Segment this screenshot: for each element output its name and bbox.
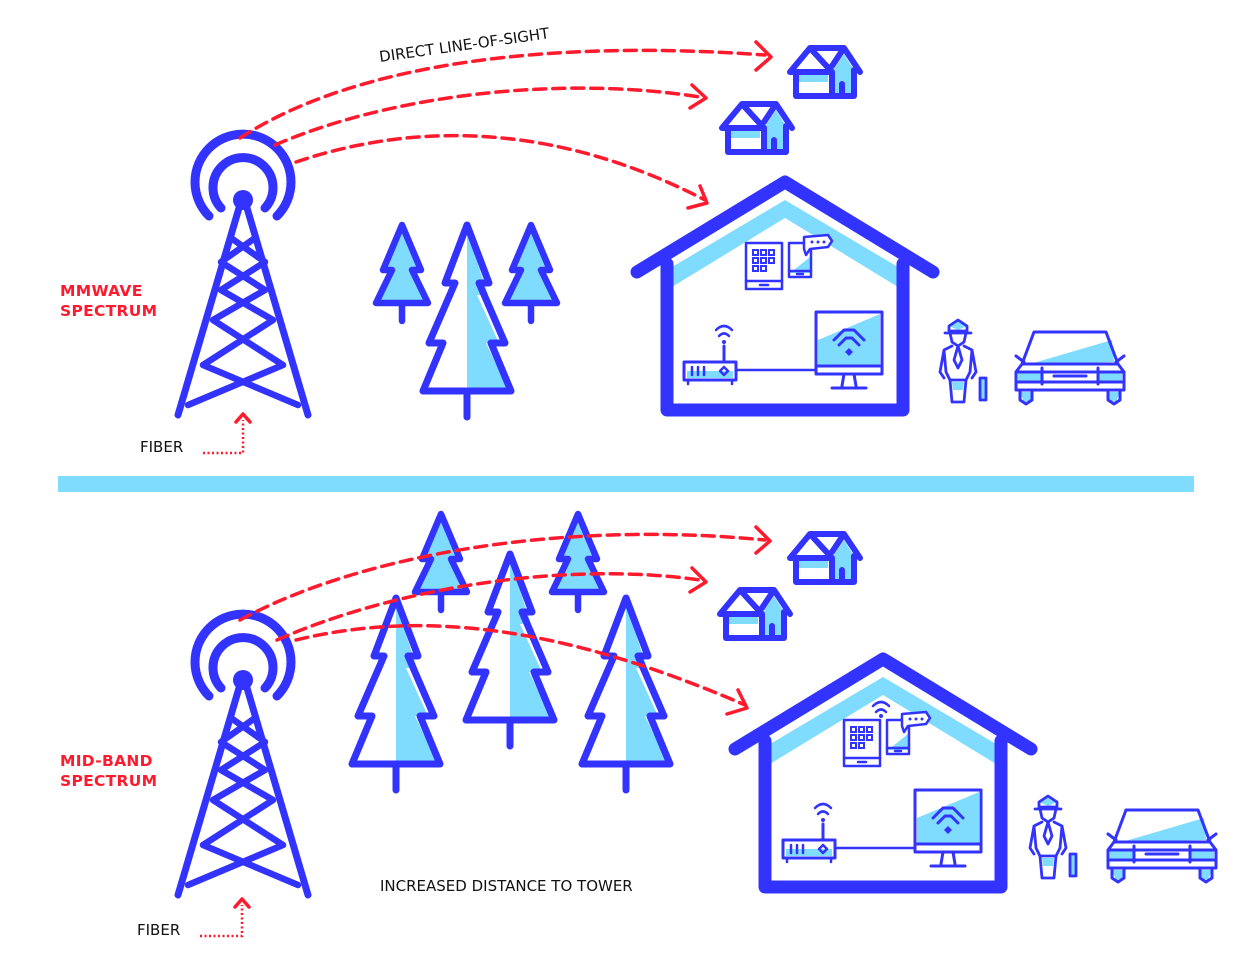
bottom-panel-midband: MID-BAND SPECTRUM INCREASED DISTANCE TO … xyxy=(60,514,1218,939)
section-divider xyxy=(58,476,1194,492)
mmwave-label-line2: SPECTRUM xyxy=(60,302,157,320)
person-icon xyxy=(938,318,988,404)
fiber-label-top: FIBER xyxy=(140,438,183,456)
top-panel-mmwave: MMWAVE SPECTRUM DIRECT LINE-OF-SIGHT FIB… xyxy=(60,24,1126,456)
wifi-icon xyxy=(871,700,891,718)
fiber-arrow-icon xyxy=(203,412,252,455)
small-house-icon xyxy=(790,534,860,582)
tablet-phone-chat-icons xyxy=(842,710,932,768)
router-wifi-monitor-icons xyxy=(682,310,884,390)
mmwave-label-line1: MMWAVE xyxy=(60,282,143,300)
fiber-label-bottom: FIBER xyxy=(137,921,180,939)
small-house-icon xyxy=(790,48,860,96)
pine-trees-icon xyxy=(352,514,670,790)
cell-tower-icon xyxy=(178,614,308,895)
increased-distance-label: INCREASED DISTANCE TO TOWER xyxy=(380,877,633,895)
person-icon xyxy=(1028,794,1078,880)
signal-path-arrows xyxy=(238,40,773,210)
router-wifi-monitor-icons xyxy=(781,788,983,868)
small-house-icon xyxy=(722,104,792,152)
tablet-phone-chat-icons xyxy=(744,233,834,291)
fiber-arrow-icon xyxy=(200,897,251,938)
car-icon xyxy=(1014,330,1126,406)
midband-label-line2: SPECTRUM xyxy=(60,772,157,790)
signal-path-arrows xyxy=(238,525,772,716)
cell-tower-icon xyxy=(178,134,308,415)
midband-label-line1: MID-BAND xyxy=(60,752,153,770)
large-house-icon xyxy=(735,659,1031,887)
pine-trees-icon xyxy=(376,225,557,417)
large-house-icon xyxy=(637,182,933,410)
direct-line-of-sight-label: DIRECT LINE-OF-SIGHT xyxy=(378,24,551,66)
small-house-icon xyxy=(720,590,790,638)
car-icon xyxy=(1106,808,1218,884)
